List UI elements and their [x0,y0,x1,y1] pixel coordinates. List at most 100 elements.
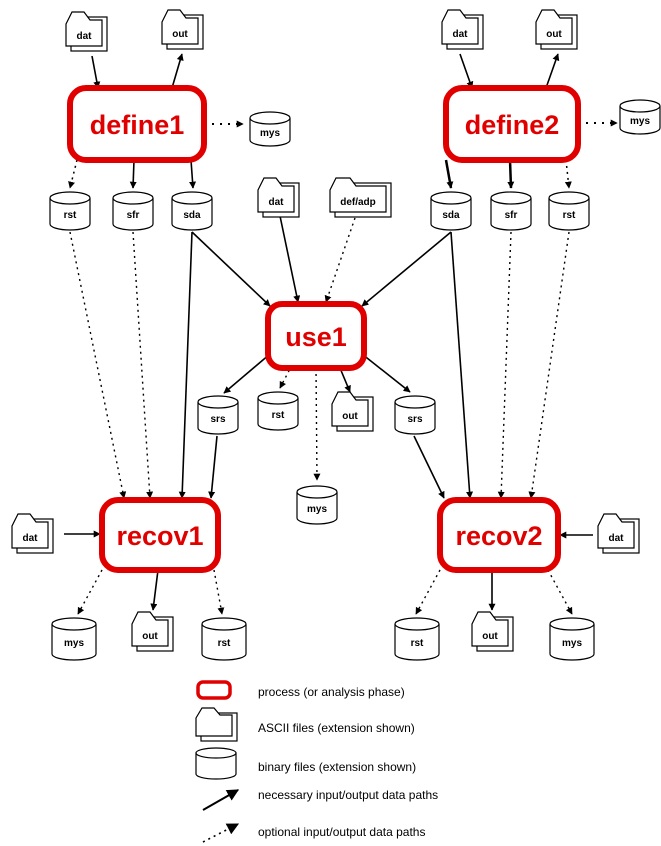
ascii-file-icon: dat [441,9,484,50]
binary-file-icon: mys [296,485,338,525]
process-label: define2 [465,110,560,140]
arrow-use1-to-srs-right [361,353,411,393]
legend-necessary: necessary input/output data paths [202,788,438,811]
arrow-recov2-to-rst [415,569,441,615]
arrow-rst2-to-recov2 [528,231,570,499]
arrow-use1-to-srs-left [223,353,271,394]
process-recov2: recov2 [437,497,561,573]
arrow-srs-right-to-recov2 [413,435,445,499]
process-use1: use1 [265,301,367,371]
ascii-file-icon: dat [65,11,108,52]
file-label: rst [411,638,424,649]
ascii-file-icon: dat [257,177,300,218]
file-label: rst [218,638,231,649]
file-label: srs [210,414,225,425]
file-label: out [142,631,158,642]
binary-file-icon: rst [201,617,247,661]
file-label: rst [272,410,285,421]
file-label: mys [630,116,650,127]
file-label: dat [609,533,625,544]
legend: process (or analysis phase) ASCII files … [195,680,438,843]
arrow-recov1-to-out [150,569,159,611]
legend-optional: optional input/output data paths [202,823,425,843]
legend-optional-label: optional input/output data paths [258,825,425,839]
legend-binary-label: binary files (extension shown) [258,760,416,774]
arrow-sda-to-recov1 [178,231,193,499]
binary-file-icon: srs [394,395,436,435]
binary-file-icon: rst [257,391,299,431]
dotted-arrow-icon [202,823,240,843]
file-label: mys [307,504,327,515]
binary-file-icon: mys [51,617,97,661]
arrow-srs-left-to-recov1 [208,435,218,499]
binary-file-icon: mys [549,617,595,661]
file-label: dat [453,29,469,40]
ascii-file-icon: def/adp [329,177,392,218]
process-label: define1 [90,110,185,140]
file-label: sda [442,210,460,221]
legend-process-swatch [196,680,232,700]
binary-file-icon: sfr [112,191,154,231]
binary-file-icon: rst [394,617,440,661]
file-label: out [342,411,358,422]
arrow-use1-to-mys [313,367,321,481]
process-define2: define2 [443,85,581,163]
arrow-sda-to-use1 [191,231,271,307]
cylinder-icon [195,747,237,780]
arrow-define1-to-sda [189,159,197,189]
binary-file-icon: sfr [490,191,532,231]
process-label: use1 [285,322,347,352]
ascii-files: dat out dat out dat def/adp [11,9,640,652]
arrow-define2-to-out [545,53,560,89]
file-label: mys [260,128,280,139]
arrow-dat-to-define1 [91,55,101,89]
file-label: out [172,29,188,40]
file-label: dat [77,31,93,42]
file-label: mys [562,638,582,649]
file-label: out [546,29,562,40]
process-label: recov2 [455,521,542,551]
solid-arrow-icon [202,789,240,811]
file-label: sfr [505,210,518,221]
process-recov1: recov1 [99,497,221,573]
file-label: srs [407,414,422,425]
legend-binary: binary files (extension shown) [195,747,416,780]
arrow-sda2-to-use1 [361,231,452,307]
arrow-use1-to-rst [279,364,293,389]
binary-file-icon: sda [171,191,213,231]
legend-necessary-label: necessary input/output data paths [258,788,438,802]
arrow-define2-to-sda [444,159,454,189]
legend-ascii-label: ASCII files (extension shown) [258,721,415,735]
process-define1: define1 [67,85,207,163]
arrow-define1-to-out [171,53,184,89]
ascii-file-icon [195,707,238,742]
file-label: mys [64,638,84,649]
ascii-file-icon: dat [597,513,640,554]
file-label: dat [269,197,285,208]
arrow-define2-to-sfr [507,159,515,189]
file-label: sda [183,210,201,221]
binary-file-icon: mys [619,99,661,135]
legend-process: process (or analysis phase) [196,680,405,700]
ascii-file-icon: out [131,611,174,652]
ascii-file-icon: out [535,9,578,50]
arrow-define2-to-rst [564,159,572,189]
file-label: rst [563,210,576,221]
binary-file-icon: rst [49,191,91,231]
arrow-recov1-to-mys [77,569,103,615]
arrow-recov1-to-rst [213,569,225,615]
arrow-defadp-to-use1 [324,217,356,303]
process-label: recov1 [116,521,203,551]
ascii-file-icon: out [471,611,514,652]
legend-ascii: ASCII files (extension shown) [195,707,415,742]
arrows [64,53,618,615]
ascii-file-icon: out [331,391,374,432]
file-label: dat [23,533,39,544]
arrow-recov2-to-mys [547,569,573,615]
arrow-use1-to-out [339,367,351,393]
file-label: out [482,631,498,642]
binary-file-icon: rst [548,191,590,231]
binary-file-icon: mys [249,111,291,147]
arrow-sda2-to-recov2 [450,231,474,499]
